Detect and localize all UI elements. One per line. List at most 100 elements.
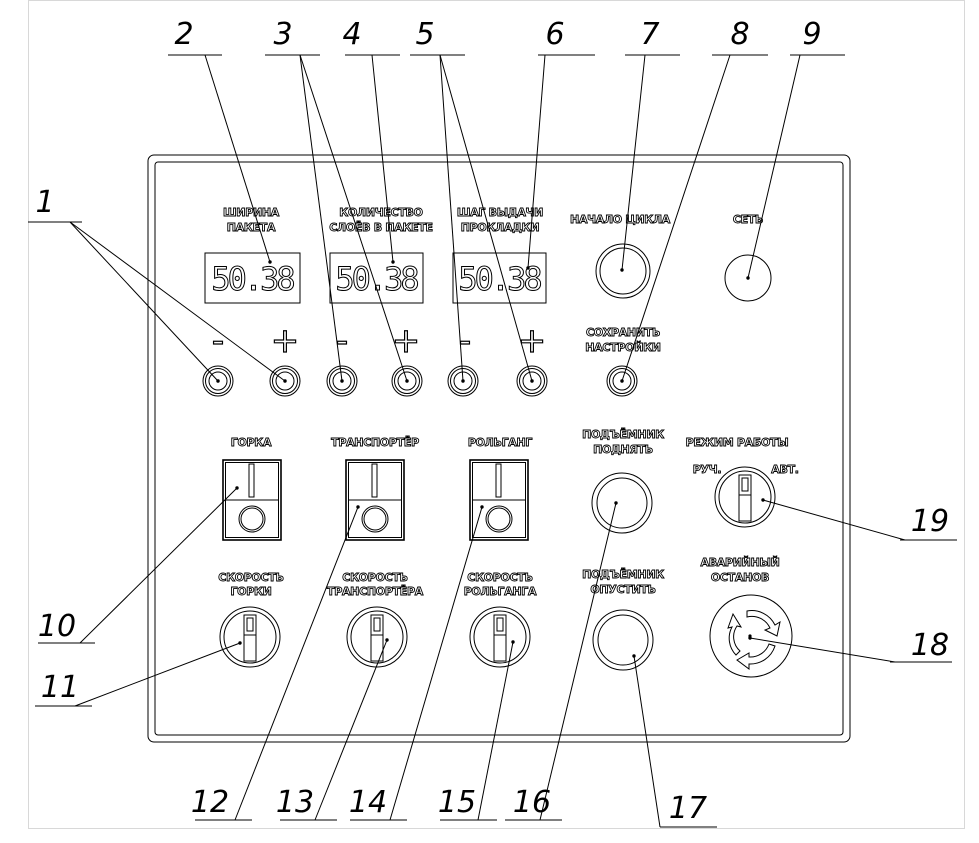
display-layers-value: 50.38 — [335, 260, 418, 298]
conveyor-rocker-switch[interactable] — [345, 459, 405, 541]
callout-number: 19 — [911, 504, 949, 539]
leader-dot — [268, 260, 272, 264]
label-cycle-start: НАЧАЛО ЦИКЛА — [570, 213, 671, 226]
callout-number: 4 — [342, 17, 361, 52]
label-power: СЕТЬ — [733, 213, 763, 226]
drawing-border — [28, 0, 965, 829]
callout-number: 16 — [513, 785, 551, 820]
label-roller-speed-2: РОЛЬГАНГА — [464, 585, 537, 598]
off-symbol-icon — [485, 505, 513, 533]
minus-sign: - — [336, 321, 348, 361]
leader-line — [204, 54, 271, 263]
mode-selector-switch[interactable] — [714, 466, 776, 528]
roller-rocker-switch[interactable] — [469, 459, 529, 541]
minus-sign: - — [459, 321, 471, 361]
leader-line — [747, 54, 801, 279]
label-lift-down-2: ОПУСТИТЬ — [590, 583, 655, 596]
leader-line — [74, 642, 241, 707]
leader-line — [621, 54, 646, 271]
callout-15: 15 — [438, 640, 515, 821]
callout-2: 2 — [168, 17, 272, 264]
callout-17: 17 — [632, 654, 717, 828]
label-emergency-2: ОСТАНОВ — [711, 571, 769, 584]
leader-line — [527, 54, 546, 269]
leader-dot — [746, 276, 750, 280]
small-buttons — [202, 365, 638, 397]
leader-line — [389, 506, 483, 821]
leader-dot — [238, 641, 242, 645]
callout-number: 7 — [640, 17, 659, 52]
callout-number: 5 — [415, 17, 434, 52]
cycle-start-button[interactable] — [595, 243, 651, 299]
plus-sign: + — [392, 321, 421, 361]
leader-dot — [340, 379, 344, 383]
display-width: 50.38 — [204, 252, 301, 304]
conveyor-speed-selector[interactable] — [346, 606, 408, 668]
callout-7: 7 — [620, 17, 680, 272]
label-mode: РЕЖИМ РАБОТЫ — [686, 436, 789, 449]
label-roller-speed-1: СКОРОСТЬ — [467, 571, 532, 584]
display-width-value: 50.38 — [211, 260, 294, 298]
emergency-stop-button[interactable] — [709, 594, 793, 678]
leader-dot — [761, 498, 765, 502]
on-symbol-icon — [248, 463, 255, 498]
label-step-2: ПРОКЛАДКИ — [461, 221, 540, 234]
display-step: 50.38 — [452, 252, 547, 304]
callout-number: 8 — [730, 17, 749, 52]
lift-up-button[interactable] — [591, 472, 653, 534]
slide-speed-selector[interactable] — [219, 606, 281, 668]
callout-3: 3 — [265, 17, 409, 383]
minus-button-layers[interactable] — [326, 365, 358, 397]
leader-dot — [461, 379, 465, 383]
leader-line — [539, 502, 617, 821]
label-conveyor-speed-1: СКОРОСТЬ — [342, 571, 407, 584]
label-emergency-1: АВАРИЙНЫЙ — [701, 556, 780, 569]
callout-11: 11 — [35, 641, 242, 707]
label-step-1: ШАГ ВЫДАЧИ — [457, 206, 543, 219]
leader-dot — [356, 505, 360, 509]
label-mode-manual: РУЧ. — [693, 463, 722, 476]
leader-line — [439, 54, 533, 382]
callout-12: 12 — [191, 505, 360, 821]
label-lift-down-1: ПОДЪЁМНИК — [582, 567, 664, 581]
leader-line — [314, 639, 388, 821]
label-width-2: ПАКЕТА — [227, 221, 276, 234]
lift-down-button[interactable] — [592, 609, 654, 671]
callout-18: 18 — [748, 628, 952, 663]
leader-line — [79, 487, 238, 644]
label-roller: РОЛЬГАНГ — [468, 436, 533, 449]
slide-rocker-switch[interactable] — [222, 459, 282, 541]
display-layers: 50.38 — [329, 252, 424, 304]
leader-dot — [216, 379, 220, 383]
callout-number: 18 — [911, 628, 949, 663]
display-labels: ШИРИНА ПАКЕТА КОЛИЧЕСТВО СЛОЁВ В ПАКЕТЕ … — [223, 206, 544, 235]
leader-line — [69, 221, 219, 382]
label-conveyor-speed-2: ТРАНСПОРТЁРА — [327, 584, 424, 598]
callout-number: 1 — [35, 185, 54, 220]
callout-number: 12 — [191, 785, 229, 820]
label-slide: ГОРКА — [231, 436, 272, 449]
leader-line — [762, 499, 906, 541]
callout-5: 5 — [410, 17, 534, 383]
roller-speed-selector[interactable] — [469, 606, 531, 668]
leader-line — [621, 54, 731, 382]
leader-line — [633, 655, 661, 828]
callout-number: 10 — [38, 609, 76, 644]
save-settings-button[interactable] — [606, 365, 638, 397]
power-indicator-lamp — [724, 254, 772, 302]
leader-dot — [526, 266, 530, 270]
minus-sign: - — [212, 321, 224, 361]
plus-sign: + — [271, 321, 300, 361]
adjust-signs: - + - + - + — [211, 320, 547, 361]
callout-13: 13 — [276, 638, 389, 821]
label-save-1: СОХРАНИТЬ — [586, 326, 660, 339]
label-lift-up-2: ПОДНЯТЬ — [593, 443, 653, 456]
callout-number: 6 — [545, 17, 564, 52]
display-step-value: 50.38 — [458, 260, 541, 298]
callout-9: 9 — [746, 17, 845, 280]
leader-line — [439, 54, 464, 382]
callout-19: 19 — [761, 498, 957, 541]
label-layers-1: КОЛИЧЕСТВО — [339, 206, 422, 219]
callout-number: 15 — [438, 785, 476, 820]
